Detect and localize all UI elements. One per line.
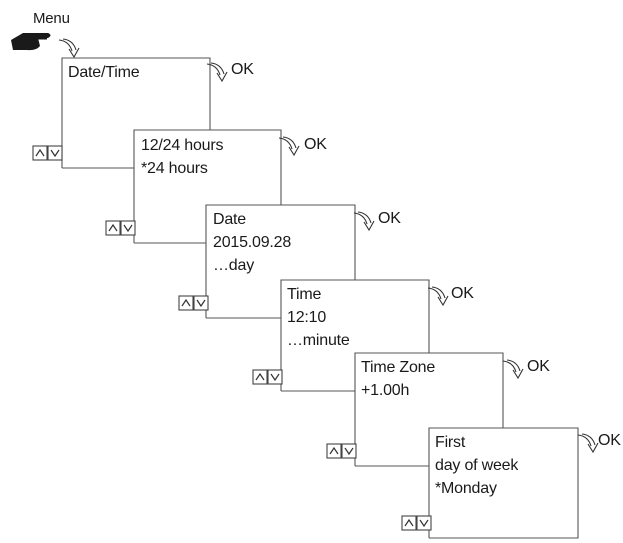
ok-arrow-icon [427, 286, 449, 306]
time-zone-line-2: +1.00h [361, 382, 410, 399]
ok-label: OK [378, 210, 401, 227]
time-line-3: …minute [287, 332, 350, 349]
ok-label: OK [304, 136, 327, 153]
up-button[interactable] [326, 443, 342, 459]
time-line-1: Time [287, 286, 322, 303]
down-button[interactable] [416, 515, 432, 531]
first-day-line-1: First [435, 434, 466, 451]
triangle-up-icon [108, 223, 118, 232]
triangle-up-icon [404, 518, 414, 527]
triangle-down-icon [123, 224, 133, 233]
up-button[interactable] [178, 295, 194, 311]
ok-label: OK [598, 432, 621, 449]
ok-arrow-icon [577, 433, 599, 453]
down-button[interactable] [120, 220, 136, 236]
up-button[interactable] [32, 145, 48, 161]
triangle-down-icon [344, 447, 354, 456]
triangle-up-icon [35, 148, 45, 157]
hand-pointer-icon [11, 33, 51, 51]
date-line-3: …day [213, 257, 254, 274]
screen-frames [61, 57, 579, 539]
triangle-up-icon [255, 372, 265, 381]
ok-arrow-icon [353, 211, 375, 231]
triangle-down-icon [196, 299, 206, 308]
triangle-down-icon [50, 149, 60, 158]
up-button[interactable] [105, 220, 121, 236]
first-day-line-2: day of week [435, 457, 519, 474]
hour-format-line-2: *24 hours [141, 160, 208, 177]
first-day-line-3: *Monday [435, 480, 497, 497]
ok-arrow-icon [278, 136, 300, 156]
date-line-2: 2015.09.28 [213, 234, 292, 251]
triangle-down-icon [419, 519, 429, 528]
triangle-up-icon [329, 446, 339, 455]
hour-format-line-1: 12/24 hours [141, 137, 224, 154]
down-button[interactable] [267, 369, 283, 385]
date-line-1: Date [213, 211, 246, 228]
up-button[interactable] [252, 369, 268, 385]
time-zone-line-1: Time Zone [361, 359, 436, 376]
ok-label: OK [451, 285, 474, 302]
ok-label: OK [231, 61, 254, 78]
down-button[interactable] [193, 295, 209, 311]
down-button[interactable] [47, 145, 63, 161]
ok-label: OK [527, 358, 550, 375]
menu-enter-arrow-icon [58, 38, 80, 58]
up-button[interactable] [401, 515, 417, 531]
triangle-up-icon [181, 298, 191, 307]
down-button[interactable] [341, 443, 357, 459]
menu-title: Menu [33, 10, 70, 27]
date-time-line-1: Date/Time [68, 64, 140, 81]
time-line-2: 12:10 [287, 309, 327, 326]
ok-arrow-icon [502, 359, 524, 379]
triangle-down-icon [270, 373, 280, 382]
